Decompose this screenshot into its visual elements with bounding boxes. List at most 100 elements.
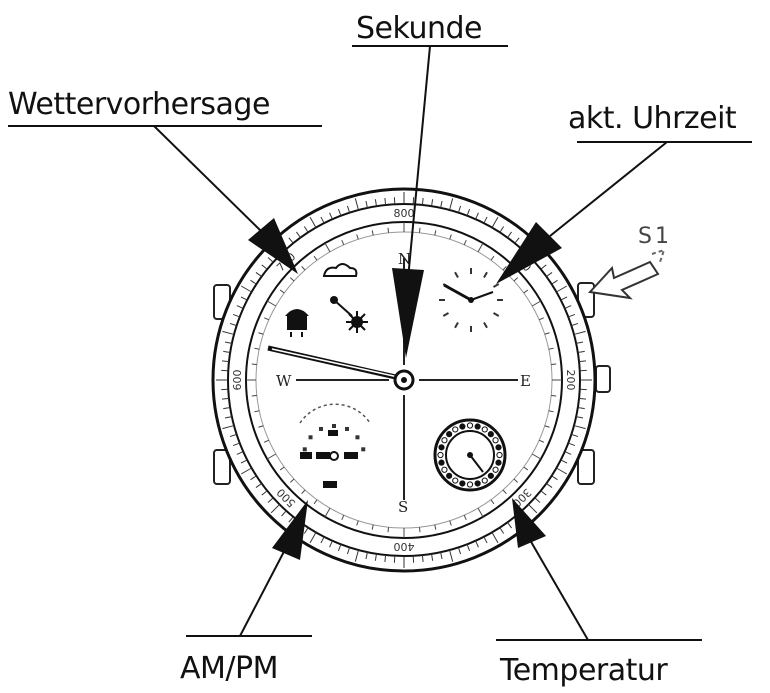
- pusher-right-middle[interactable]: [595, 365, 611, 393]
- dial-tick: [477, 507, 484, 518]
- bezel-tick: [571, 433, 579, 438]
- dial-tick: [266, 453, 277, 460]
- temperature-scale-mark: [438, 444, 445, 451]
- dial-tick: [387, 227, 390, 233]
- s1-arrow-icon: [587, 260, 660, 300]
- weather-forecast-subdial: [285, 263, 368, 337]
- dial-tick: [551, 363, 557, 366]
- temperature-scale-mark: [446, 472, 453, 479]
- dial-tick: [539, 317, 544, 321]
- bezel-tick: [281, 510, 287, 517]
- bezel-number: 600: [231, 370, 244, 391]
- pusher-right-bottom[interactable]: [577, 449, 595, 485]
- bezel-tick: [267, 257, 274, 263]
- bezel-tick: [296, 231, 301, 238]
- dial-tick: [279, 289, 285, 294]
- bezel-number: 400: [394, 540, 415, 553]
- ampm-bar-bottom: [323, 481, 337, 488]
- dial-tick: [490, 255, 495, 261]
- bezel-ticks: [216, 192, 592, 568]
- bezel-tick: [551, 279, 558, 285]
- bezel-tick: [440, 552, 443, 560]
- dial-tick: [324, 242, 331, 253]
- bezel-tick: [329, 540, 333, 548]
- bezel-tick: [303, 226, 309, 233]
- bezel-tick: [255, 272, 262, 277]
- bezel-tick: [514, 237, 520, 244]
- bezel-tick: [320, 536, 325, 544]
- forecast-pointer-hub: [330, 296, 338, 304]
- bezel-tick: [421, 197, 424, 206]
- bezel-tick: [491, 532, 499, 544]
- bezel-tick: [270, 504, 280, 514]
- bezel-tick: [576, 341, 584, 344]
- bezel-tick: [507, 231, 512, 238]
- dial-tick: [523, 289, 529, 294]
- bezel-tick: [571, 322, 579, 327]
- bezel-tick: [337, 208, 342, 216]
- bezel-tick: [255, 483, 262, 488]
- dial-tick: [548, 347, 554, 350]
- bezel-tick: [534, 497, 541, 503]
- bezel-tick: [457, 547, 462, 555]
- temperature-arrow: [512, 498, 546, 548]
- bezel-tick: [564, 305, 572, 309]
- dial-tick: [371, 230, 374, 236]
- bezel-tick: [240, 467, 252, 475]
- dial-tick: [341, 240, 345, 245]
- bezel-tick: [223, 350, 231, 353]
- mini-clock-tick: [454, 322, 459, 329]
- bezel-tick: [261, 264, 268, 270]
- dial-face: N S W E: [267, 250, 531, 516]
- mini-clock-hub: [468, 297, 474, 303]
- temperature-scale-mark: [495, 444, 502, 451]
- dial-tick: [490, 499, 495, 505]
- bezel-tick: [540, 490, 547, 496]
- bezel-tick: [221, 360, 230, 363]
- bezel-tick: [374, 553, 377, 561]
- dial-tick: [477, 242, 484, 253]
- bezel-tick: [374, 199, 377, 207]
- pusher-left-bottom[interactable]: [213, 449, 231, 485]
- dial-tick: [264, 317, 269, 321]
- temperature-scale-mark: [441, 466, 448, 473]
- bezel-tick: [528, 504, 538, 514]
- bezel-tick: [421, 554, 424, 563]
- temperature-scale-mark: [487, 431, 494, 438]
- bezel-tick: [491, 216, 499, 228]
- ampm-mark: [332, 424, 336, 428]
- bezel-tick: [578, 360, 587, 363]
- bezel-tick: [337, 544, 342, 552]
- temperature-scale-mark: [459, 480, 466, 487]
- bezel-tick: [240, 459, 248, 464]
- temperature-scale-mark: [441, 437, 448, 444]
- bezel-tick: [466, 208, 471, 216]
- bezel-tick: [320, 216, 325, 224]
- umbrella-rain-icon: [285, 309, 309, 337]
- dial-tick: [258, 425, 264, 428]
- bezel-tick: [240, 285, 252, 293]
- current-time-subdial: [439, 268, 503, 332]
- ampm-pointer-line: [239, 539, 291, 637]
- dial-tick: [531, 300, 542, 307]
- bezel-tick: [221, 397, 230, 400]
- mini-clock-ticks: [439, 268, 503, 332]
- dial-tick: [324, 507, 331, 518]
- bezel-tick: [229, 322, 237, 327]
- dial-tick: [356, 520, 359, 526]
- ampm-subdial: [299, 403, 371, 488]
- bezel-tick: [577, 407, 585, 410]
- bezel-tick: [540, 264, 547, 270]
- temperature-hub: [467, 452, 473, 458]
- ampm-mark: [302, 447, 307, 452]
- center-hub-dot: [401, 377, 407, 383]
- dial-tick: [551, 394, 557, 397]
- bezel-tick: [365, 200, 368, 208]
- dial-tick: [463, 240, 467, 245]
- bezel-number: 800: [394, 207, 415, 220]
- mini-clock-hour-hand: [443, 283, 472, 302]
- bezel-tick: [483, 536, 488, 544]
- label-ampm: AM/PM: [180, 651, 278, 686]
- bezel-tick: [431, 199, 434, 207]
